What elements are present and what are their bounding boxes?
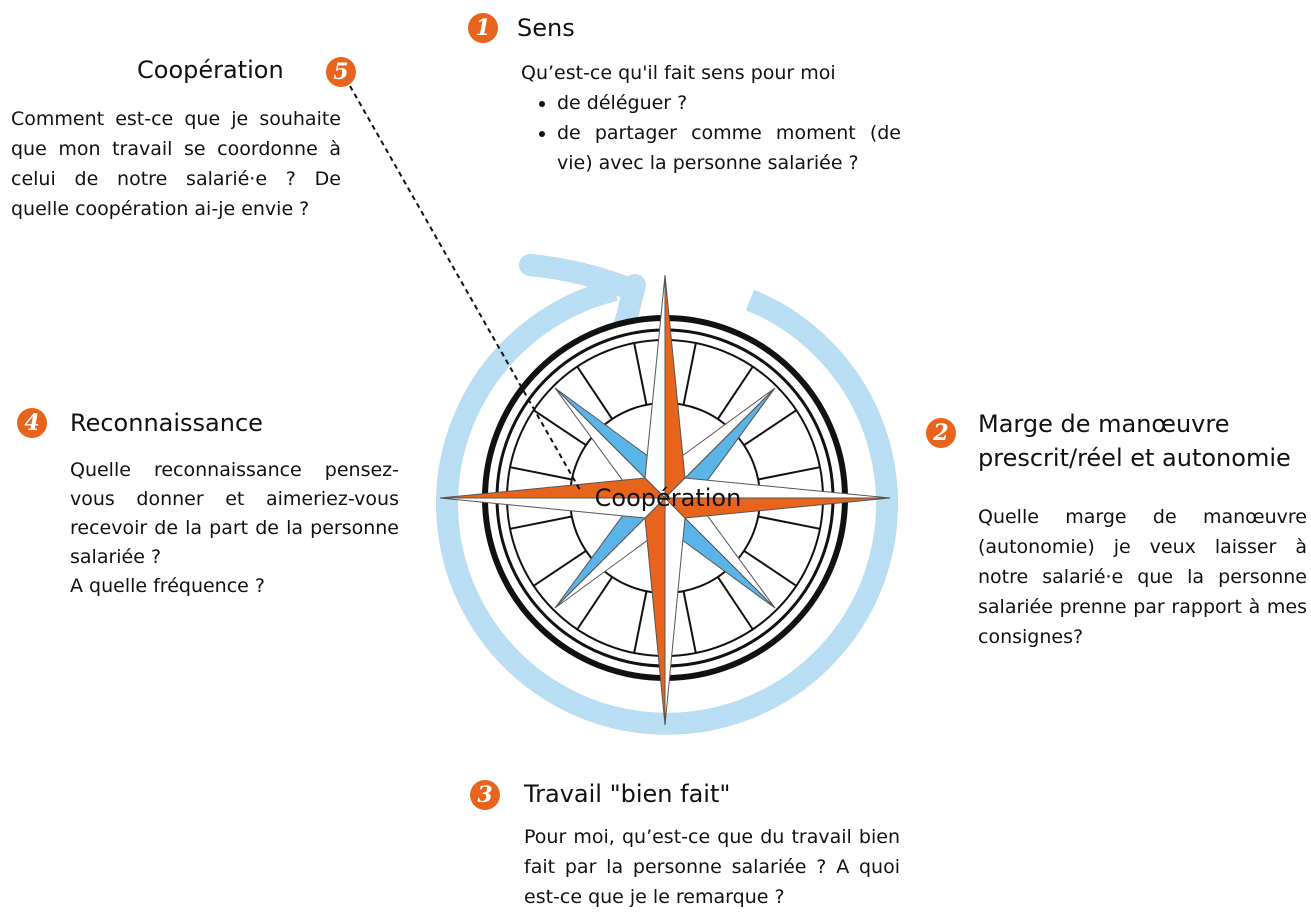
compass-spoke bbox=[633, 590, 648, 654]
compass-spoke bbox=[576, 576, 614, 630]
compass-cardinal-points bbox=[439, 274, 891, 726]
compass-spoke bbox=[716, 576, 754, 630]
compass-spoke bbox=[757, 515, 821, 530]
compass-spoke bbox=[682, 590, 697, 654]
number-badge-3: 3 bbox=[470, 780, 500, 810]
compass-spoke bbox=[743, 549, 797, 587]
center-label: Coopération bbox=[594, 484, 742, 512]
travail-body: Pour moi, qu’est-ce que du travail bien … bbox=[524, 826, 900, 908]
reconnaissance-question: Quelle reconnaissance pensez-vous donner… bbox=[70, 459, 399, 568]
reconnaissance-title: Reconnaissance bbox=[70, 409, 263, 437]
marge-title-line1: Marge de manœuvre bbox=[978, 410, 1230, 438]
compass-spoke bbox=[509, 466, 573, 481]
compass-spoke bbox=[716, 366, 754, 420]
sens-bullet: de partager comme moment (de vie) avec l… bbox=[557, 118, 901, 178]
number-badge-5: 5 bbox=[326, 57, 356, 87]
number-badge-1: 1 bbox=[468, 13, 498, 43]
compass-spokes bbox=[509, 342, 821, 654]
compass-spoke bbox=[533, 409, 587, 447]
sens-bullet-list: de déléguer ? de partager comme moment (… bbox=[521, 88, 901, 178]
compass-spoke bbox=[757, 466, 821, 481]
sens-bullet: de déléguer ? bbox=[557, 88, 901, 118]
compass-spoke bbox=[743, 409, 797, 447]
sens-intro: Qu’est-ce qu'il fait sens pour moi bbox=[521, 62, 836, 84]
cycle-arrow-tail bbox=[519, 254, 636, 298]
cycle-arrow-track bbox=[436, 279, 899, 735]
compass-spoke bbox=[533, 549, 587, 587]
compass-spoke bbox=[633, 342, 648, 406]
sens-body: Qu’est-ce qu'il fait sens pour moi de dé… bbox=[521, 58, 901, 178]
compass-spoke bbox=[682, 342, 697, 406]
number-badge-4: 4 bbox=[17, 408, 47, 438]
cooperation-body: Comment est-ce que je souhaite que mon t… bbox=[11, 108, 341, 220]
cooperation-title: Coopération bbox=[137, 56, 284, 84]
compass-rose-icon bbox=[436, 254, 899, 735]
reconnaissance-frequency: A quelle fréquence ? bbox=[70, 575, 265, 597]
marge-title-line2: prescrit/réel et autonomie bbox=[978, 444, 1291, 472]
compass-spoke bbox=[576, 366, 614, 420]
reconnaissance-body: Quelle reconnaissance pensez-vous donner… bbox=[70, 456, 399, 601]
number-badge-2: 2 bbox=[926, 418, 956, 448]
marge-body: Quelle marge de manœuvre (autonomie) je … bbox=[978, 506, 1307, 648]
sens-title: Sens bbox=[517, 14, 575, 42]
compass-spoke bbox=[509, 515, 573, 530]
travail-title: Travail "bien fait" bbox=[524, 780, 731, 808]
